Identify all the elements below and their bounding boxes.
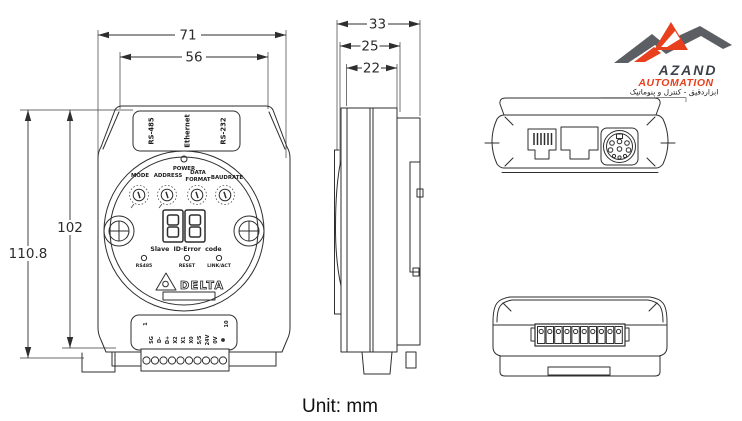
unit-label: Unit: mm (302, 396, 378, 417)
port-label-ethernet: Ethernet (184, 114, 192, 148)
delta-wordmark: DELTA (180, 279, 225, 292)
switch-label-mode: MODE (131, 173, 149, 179)
seven-segment-display (162, 209, 206, 243)
side-foot (405, 351, 417, 369)
mounting-screw-left (103, 215, 135, 247)
logo-accent-icon (634, 47, 661, 62)
mounting-screw-right (233, 215, 265, 247)
dim-body-height: 102 (53, 110, 116, 349)
power-led-label: POWER (173, 166, 196, 172)
din-rail-housing (396, 117, 424, 346)
dim-total-height: 110.8 (7, 109, 133, 359)
switch-label-format: FORMAT (185, 177, 211, 183)
display-caption: Slave ID·Error code (150, 246, 221, 253)
dim-top-width: 56 (119, 50, 269, 109)
power-led: POWER (173, 155, 196, 172)
terminal-label-sg: SG (149, 336, 155, 344)
terminal-label-x2: X2 (173, 336, 179, 344)
dim-outer-width: 71 (97, 27, 287, 158)
led-rs485 (140, 254, 148, 262)
port-label-rs232: RS-232 (220, 117, 228, 144)
front-dome-profile (335, 159, 342, 287)
led-label-rs485: RS485 (136, 263, 152, 269)
switch-label-address: ADDRESS (154, 173, 183, 179)
rj11-jack (527, 128, 557, 160)
terminal-label-24v: 24V (205, 334, 211, 345)
rj45-ethernet-jack (560, 126, 599, 160)
led-label-reset: RESET (179, 263, 196, 269)
bottom-terminal-block (530, 323, 630, 347)
led-reset (183, 254, 191, 262)
pin-number-last: 10 (224, 320, 230, 328)
terminal-label-ss: S/S (197, 335, 203, 344)
front-terminal-strip (140, 348, 230, 372)
terminal-label-d-plus: D+ (165, 336, 171, 344)
logo-brand-text: AZAND (658, 62, 718, 78)
side-body-outline (334, 107, 424, 375)
logo-brand-subtext: AUTOMATION (637, 77, 713, 89)
ports-panel: RS-485 Ethernet RS-232 (132, 110, 241, 152)
terminal-label-d-minus: D- (157, 337, 163, 343)
dim-body-depth: 22 (346, 60, 398, 112)
dim-mid-depth: 25 (339, 38, 401, 164)
terminal-label-x1: X1 (181, 336, 187, 344)
dim-total-depth: 33 (336, 16, 421, 150)
side-terminal-cover (361, 351, 393, 375)
terminal-label-panel: 1 10 SG D- D+ X2 X1 X0 S/S 24V 0V (130, 314, 238, 351)
vendor-logo: AZAND AUTOMATION ابزاردقیق - کنترل و پنو… (601, 22, 732, 102)
dim-top-width-value: 56 (185, 50, 202, 66)
delta-triangle-icon (155, 272, 177, 291)
power-led-lamp (180, 155, 188, 163)
top-view (484, 97, 676, 173)
side-view: 33 25 22 (334, 16, 424, 375)
rotary-switches (129, 185, 235, 209)
terminal-label-0v: 0V (213, 336, 219, 343)
dim-total-depth-value: 33 (369, 17, 386, 33)
rotary-switch-mode (129, 185, 149, 209)
switch-label-baudrate: BAUDRATE (211, 175, 244, 181)
logo-tagline: ابزاردقیق - کنترل و پنوماتیک (630, 88, 719, 97)
rotary-switch-data-format (187, 185, 207, 205)
din-clip-tab (81, 352, 116, 373)
switch-label-data: DATA (190, 170, 206, 176)
delta-brand-logo: DELTA (155, 272, 225, 301)
dim-total-height-value: 110.8 (9, 246, 48, 262)
bottom-base-plate (499, 355, 661, 377)
bottom-view (492, 296, 668, 377)
pin-number-first: 1 (143, 322, 149, 326)
dim-outer-width-value: 71 (179, 28, 196, 44)
rotary-switch-address (157, 185, 177, 209)
front-view: 71 56 110.8 102 (7, 27, 291, 373)
port-label-rs485: RS-485 (148, 117, 156, 144)
dim-mid-depth-value: 25 (361, 39, 378, 55)
mini-din-connector (600, 127, 639, 166)
dim-body-depth-value: 22 (363, 61, 380, 77)
status-leds: RS485 RESET LINK/ACT (136, 254, 232, 269)
led-label-link-act: LINK/ACT (207, 263, 232, 269)
terminal-label-x0: X0 (189, 336, 195, 344)
dim-body-height-value: 102 (57, 220, 83, 236)
rotary-switch-baudrate (215, 185, 235, 205)
earth-ground-icon (221, 338, 225, 342)
terminal-cells (537, 326, 623, 344)
bottom-slot (547, 366, 611, 376)
led-link-act (215, 254, 223, 262)
